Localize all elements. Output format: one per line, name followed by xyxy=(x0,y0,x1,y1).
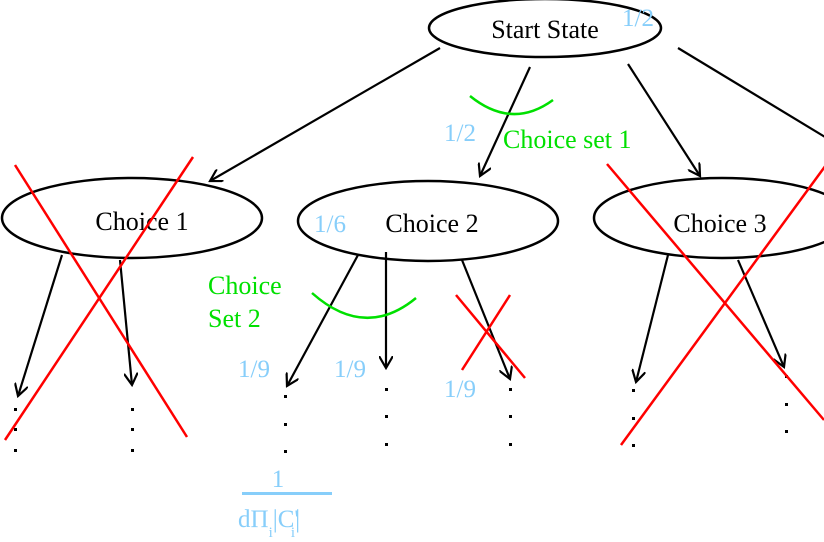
choice-set-1-prob: 1/2 xyxy=(444,120,476,147)
formula-numerator: 1 xyxy=(272,466,285,493)
choice-set-2-line1: Choice xyxy=(208,271,282,300)
ellipsis-dots xyxy=(632,375,788,447)
ellipsis-dots xyxy=(14,408,134,452)
choice-set-2-arc xyxy=(311,292,417,319)
pruned-x-choice2-leaf3 xyxy=(455,294,526,379)
edge-start-choice3 xyxy=(627,63,700,176)
start-prob: 1/2 xyxy=(622,5,654,32)
edge-choice2-leaf1 xyxy=(287,254,359,386)
edge-choice3-leaf1 xyxy=(636,254,670,382)
choice-set-1-arc xyxy=(469,95,554,116)
formula-c: |C' xyxy=(273,506,299,533)
edge-start-choice1 xyxy=(210,47,441,181)
node-start-state: Start State xyxy=(427,0,663,59)
node-choice-1: Choice 1 xyxy=(0,176,264,260)
node-label: Choice 3 xyxy=(673,209,766,238)
edge-choice2-leaf3 xyxy=(460,259,510,379)
probability-formula: 1 dΠi|C'i| xyxy=(238,466,332,541)
node-choice-2: Choice 2 xyxy=(296,179,560,263)
node-choice-3: Choice 3 xyxy=(592,176,824,260)
pruned-x-choice1 xyxy=(3,156,195,441)
node-label: Choice 1 xyxy=(95,207,188,236)
formula-sub1: i xyxy=(269,525,273,541)
formula-sub2: i xyxy=(291,525,295,541)
edge-choice3-leaf2 xyxy=(736,259,784,367)
choice2-prob: 1/6 xyxy=(314,211,346,238)
edge-start-choice2 xyxy=(480,66,531,176)
choice-set-2-line2: Set 2 xyxy=(208,304,261,333)
edge-choice1-leaf2 xyxy=(118,259,132,385)
fraction-bar xyxy=(242,492,332,495)
leaf-prob-1: 1/9 xyxy=(238,356,270,383)
edge-choice1-leaf1 xyxy=(18,254,64,396)
formula-end: | xyxy=(295,506,300,533)
ellipsis-dots xyxy=(284,388,512,453)
formula-denominator: dΠi|C'i| xyxy=(238,506,300,541)
formula-d-pi: dΠ xyxy=(238,506,269,533)
leaf-prob-2: 1/9 xyxy=(334,356,366,383)
leaf-prob-3: 1/9 xyxy=(444,376,476,403)
pruned-x-choice3 xyxy=(606,163,824,446)
node-label: Choice 2 xyxy=(385,209,478,238)
edge-start-choice4 xyxy=(677,47,824,138)
choice-set-1-label: Choice set 1 xyxy=(503,125,632,154)
node-label: Start State xyxy=(491,15,599,44)
